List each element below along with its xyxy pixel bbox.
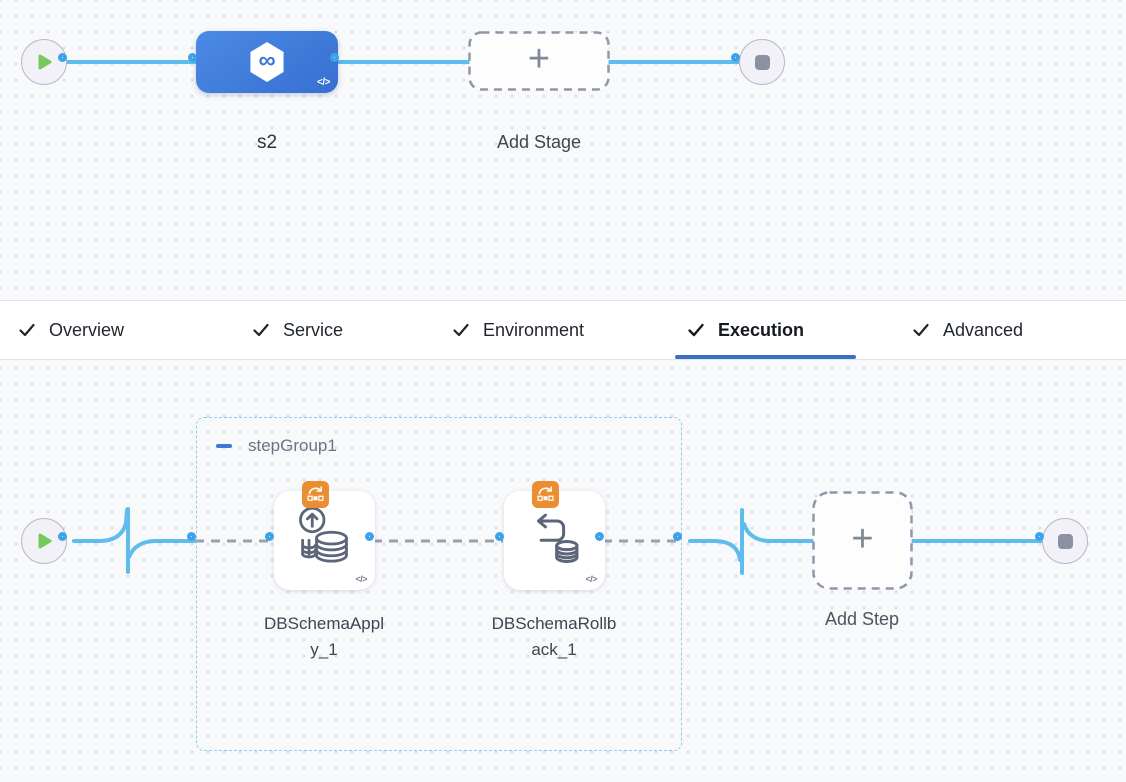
check-icon — [453, 323, 469, 337]
tab-label: Execution — [718, 319, 805, 340]
aws-schema-badge-icon — [302, 481, 329, 508]
port-step1-in[interactable] — [265, 532, 274, 541]
collapse-group-icon[interactable] — [216, 444, 232, 448]
play-icon — [38, 54, 52, 70]
tab-label: Service — [283, 319, 344, 340]
port-exec-start-out[interactable] — [58, 532, 67, 541]
check-icon — [253, 323, 269, 337]
port-step2-out[interactable] — [595, 532, 604, 541]
check-icon — [688, 323, 704, 337]
port-exec-end-in[interactable] — [1035, 532, 1044, 541]
stage-config-tabbar: Overview Service Environment Execution A… — [0, 300, 1126, 360]
db-schema-rollback-icon — [537, 513, 579, 563]
port-step1-out[interactable] — [365, 532, 374, 541]
port-stage-end-in[interactable] — [731, 53, 740, 62]
port-group-out[interactable] — [673, 532, 682, 541]
stop-icon — [1057, 533, 1073, 549]
add-step-label[interactable]: Add Step — [824, 609, 900, 629]
tab-label: Environment — [483, 319, 585, 340]
tab-service[interactable]: Service — [252, 301, 343, 359]
tab-label: Advanced — [943, 319, 1024, 340]
stage-node-s2[interactable]: ∞ </> — [196, 31, 338, 93]
execution-start-node[interactable] — [21, 518, 67, 564]
execution-end-node[interactable] — [1042, 518, 1088, 564]
badge-glyph — [307, 486, 324, 501]
step-group-name[interactable]: stepGroup1 — [248, 436, 337, 455]
badge-glyph — [537, 486, 554, 501]
add-step-button[interactable]: + — [812, 491, 913, 590]
add-stage-label[interactable]: Add Stage — [496, 132, 582, 152]
stage-end-node[interactable] — [739, 39, 785, 85]
port-stage-start-out[interactable] — [58, 53, 67, 62]
aws-schema-badge-icon — [532, 481, 559, 508]
tab-environment[interactable]: Environment — [452, 301, 584, 359]
plus-icon: + — [527, 38, 551, 80]
step-group-header: stepGroup1 — [216, 436, 337, 456]
step-name-label: DBSchemaRollback_1 — [491, 614, 617, 660]
stage-name-label: s2 — [256, 132, 278, 153]
stop-icon — [754, 54, 770, 70]
active-tab-underline — [675, 355, 856, 359]
step-group-box: stepGroup1 — [196, 417, 682, 751]
stage-start-node[interactable] — [21, 39, 67, 85]
step-yaml-icon[interactable]: </> — [355, 574, 367, 584]
port-stage-s2-in[interactable] — [188, 53, 197, 62]
stage-yaml-icon[interactable]: </> — [317, 77, 330, 88]
db-schema-apply-icon — [299, 506, 348, 563]
port-stage-s2-out[interactable] — [330, 53, 339, 62]
play-icon — [38, 533, 52, 549]
dashed-frame — [812, 491, 913, 590]
port-group-in[interactable] — [187, 532, 196, 541]
tab-advanced[interactable]: Advanced — [912, 301, 1023, 359]
infinity-glyph: ∞ — [258, 47, 276, 74]
tab-label: Overview — [49, 319, 125, 340]
tab-execution[interactable]: Execution — [675, 301, 856, 359]
step-yaml-icon[interactable]: </> — [585, 574, 597, 584]
plus-icon: + — [851, 517, 874, 560]
port-step2-in[interactable] — [495, 532, 504, 541]
check-icon — [913, 323, 929, 337]
harness-cd-icon: ∞ — [250, 42, 284, 82]
tab-overview[interactable]: Overview — [18, 301, 124, 359]
dashed-frame — [468, 31, 610, 91]
add-stage-button[interactable]: + — [468, 31, 610, 91]
check-icon — [19, 323, 35, 337]
step-name-label: DBSchemaApply_1 — [263, 614, 384, 660]
